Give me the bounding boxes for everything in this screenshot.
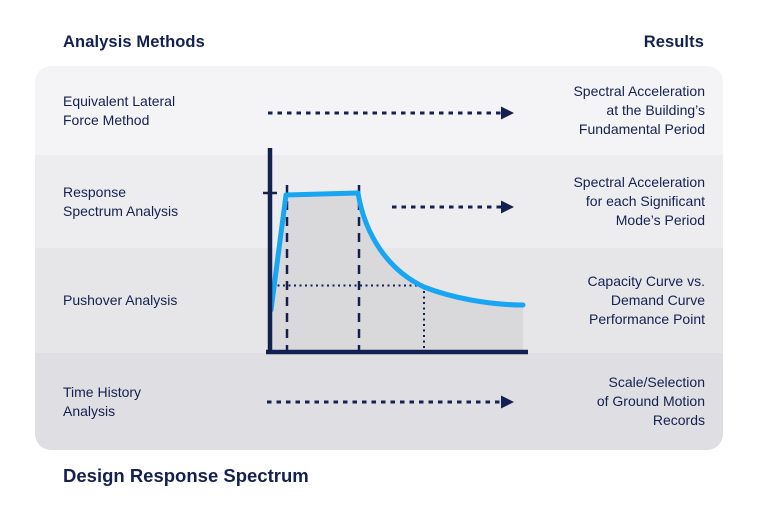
results-heading: Results — [643, 33, 704, 51]
method-label: Response Spectrum Analysis — [63, 183, 179, 219]
result-label: Capacity Curve vs. Demand Curve Performa… — [587, 273, 705, 327]
method-label: Time History Analysis — [63, 383, 142, 419]
row-response-spectrum-analysis: Response Spectrum Analysis Spectral Acce… — [35, 155, 723, 248]
analysis-methods-heading: Analysis Methods — [63, 33, 205, 51]
result-label: Spectral Acceleration at the Building’s … — [573, 83, 705, 137]
caption-design-response-spectrum: Design Response Spectrum — [63, 465, 309, 486]
row-time-history-analysis: Time History Analysis Scale/Selection of… — [35, 353, 723, 450]
row-equivalent-lateral-force: Equivalent Lateral Force Method Spectral… — [35, 66, 723, 155]
result-label: Scale/Selection of Ground Motion Records — [596, 374, 705, 428]
method-label: Pushover Analysis — [63, 292, 178, 308]
row-pushover-analysis: Pushover Analysis Capacity Curve vs. Dem… — [35, 248, 723, 353]
method-label: Equivalent Lateral Force Method — [63, 92, 176, 128]
result-label: Spectral Acceleration for each Significa… — [573, 174, 705, 228]
